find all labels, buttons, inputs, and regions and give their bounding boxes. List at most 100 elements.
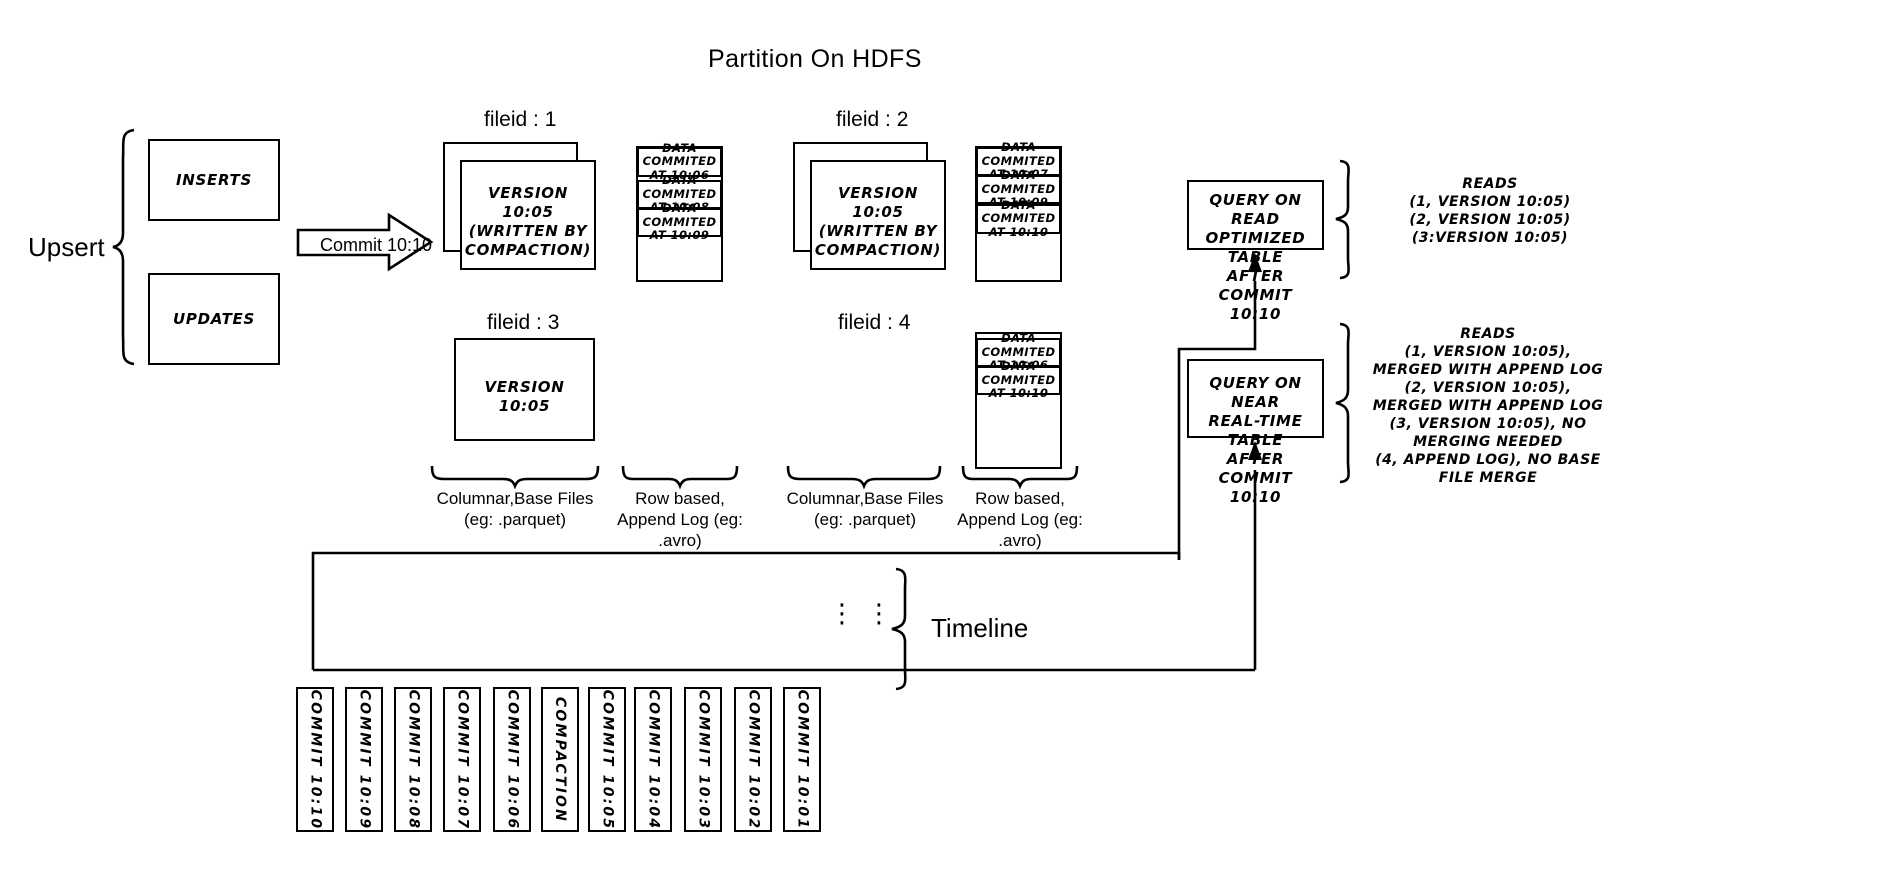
fileid-4-header: fileid : 4 xyxy=(838,311,911,334)
columnar-caption-left: Columnar,Base Files (eg: .parquet) xyxy=(425,488,605,530)
reads-brace-bottom xyxy=(1335,322,1350,484)
log-entry-line-2: AT 10:10 xyxy=(988,224,1049,239)
reads-near-real-time: READS (1, VERSION 10:05), MERGED WITH AP… xyxy=(1358,325,1618,487)
rowlog-caption-left: Row based, Append Log (eg: .avro) xyxy=(612,488,748,551)
rowlog-caption-right-line-2: Append Log (eg: xyxy=(957,510,1083,529)
columnar-caption-right-line-2: (eg: .parquet) xyxy=(813,510,917,529)
timeline-item-3[interactable]: COMMIT 10:07 xyxy=(443,687,481,832)
query-near-real-time-box[interactable]: QUERY ON NEAR REAL-TIME TABLE AFTER COMM… xyxy=(1187,359,1324,506)
commit-arrow-shape xyxy=(296,212,434,272)
timeline-item-label: COMMIT 10:01 xyxy=(794,689,811,830)
timeline-item-9[interactable]: COMMIT 10:02 xyxy=(734,687,772,832)
timeline-item-2[interactable]: COMMIT 10:08 xyxy=(394,687,432,832)
timeline-item-7[interactable]: COMMIT 10:04 xyxy=(634,687,672,832)
fileid-2-base-file[interactable]: VERSION 10:05 (WRITTEN BY COMPACTION) xyxy=(810,160,946,270)
query-read-optimized-line-1: QUERY ON READ xyxy=(1209,191,1302,228)
columnar-caption-left-line-1: Columnar,Base Files xyxy=(436,489,594,508)
query-read-optimized-box[interactable]: QUERY ON READ OPTIMIZED TABLE AFTER COMM… xyxy=(1187,180,1324,323)
query-near-real-time-line-2: REAL-TIME TABLE xyxy=(1208,412,1303,449)
log-entry-line-1: DATA COMMITED xyxy=(642,201,717,229)
log-entry-line-2: AT 10:10 xyxy=(988,386,1049,401)
commit-arrow-label: Commit 10:10 xyxy=(320,235,433,255)
timeline-item-6[interactable]: COMMIT 10:05 xyxy=(588,687,626,832)
upsert-label: Upsert xyxy=(28,232,105,262)
timeline-item-label: COMMIT 10:08 xyxy=(405,689,422,830)
reads-line: (2, VERSION 10:05) xyxy=(1409,212,1571,228)
reads-line: (1, VERSION 10:05), xyxy=(1404,344,1572,360)
reads-brace-top xyxy=(1335,159,1350,280)
fileid-4-log-entry-1[interactable]: DATA COMMITED AT 10:10 xyxy=(976,360,1061,400)
log-entry-line-1: DATA COMMITED xyxy=(981,168,1056,196)
timeline-item-5[interactable]: COMPACTION xyxy=(541,687,579,832)
reads-line: (3:VERSION 10:05) xyxy=(1411,230,1569,246)
log-entry-line-1: DATA COMMITED xyxy=(642,173,717,201)
timeline-item-label: COMPACTION xyxy=(552,696,569,823)
updates-box[interactable]: UPDATES xyxy=(148,273,280,365)
timeline-item-label: COMMIT 10:04 xyxy=(645,689,662,830)
timeline-item-label: COMMIT 10:02 xyxy=(745,689,762,830)
timeline-item-0[interactable]: COMMIT 10:10 xyxy=(296,687,334,832)
columnar-caption-right: Columnar,Base Files (eg: .parquet) xyxy=(775,488,955,530)
timeline-item-4[interactable]: COMMIT 10:06 xyxy=(493,687,531,832)
fileid-4-log-entry-0[interactable]: DATA COMMITED AT 10:06 xyxy=(976,332,1061,372)
timeline-item-10[interactable]: COMMIT 10:01 xyxy=(783,687,821,832)
page-title: Partition On HDFS xyxy=(708,45,922,73)
timeline-item-1[interactable]: COMMIT 10:09 xyxy=(345,687,383,832)
columnar-caption-left-line-2: (eg: .parquet) xyxy=(463,510,567,529)
reads-line: READS xyxy=(1460,326,1516,342)
fileid-1-log-entry-2[interactable]: DATA COMMITED AT 10:09 xyxy=(637,202,722,242)
reads-read-optimized: READS (1, VERSION 10:05) (2, VERSION 10:… xyxy=(1370,175,1610,247)
reads-line: (4, APPEND LOG), NO BASE xyxy=(1375,452,1601,468)
log-entry-line-2: AT 10:09 xyxy=(649,228,710,243)
fileid-2-base-line-2: (WRITTEN BY xyxy=(818,222,938,240)
fileid-2-base-line-1: VERSION 10:05 xyxy=(838,184,918,221)
fileid-3-base-line-1: VERSION 10:05 xyxy=(484,378,565,415)
reads-line: MERGING NEEDED xyxy=(1413,434,1563,450)
columnar-brace-right xyxy=(786,465,942,490)
query-near-real-time-line-1: QUERY ON NEAR xyxy=(1209,374,1302,411)
reads-line: (3, VERSION 10:05), NO xyxy=(1389,416,1587,432)
reads-line: (2, VERSION 10:05), xyxy=(1404,380,1572,396)
timeline-item-label: COMMIT 10:05 xyxy=(599,689,616,830)
timeline-item-label: COMMIT 10:09 xyxy=(356,689,373,830)
reads-line: MERGED WITH APPEND LOG xyxy=(1372,362,1604,378)
rowlog-caption-right: Row based, Append Log (eg: .avro) xyxy=(952,488,1088,551)
timeline-ellipsis-1: ⋮ xyxy=(829,598,855,628)
inserts-label: INSERTS xyxy=(176,170,252,189)
fileid-2-log-entry-2[interactable]: DATA COMMITED AT 10:10 xyxy=(976,198,1061,238)
fileid-2-base-line-3: COMPACTION) xyxy=(814,241,942,259)
fileid-3-base-file[interactable]: VERSION 10:05 xyxy=(454,338,595,441)
fileid-3-header: fileid : 3 xyxy=(487,311,560,334)
log-entry-line-1: DATA COMMITED xyxy=(981,140,1056,168)
columnar-caption-right-line-1: Columnar,Base Files xyxy=(786,489,944,508)
updates-label: UPDATES xyxy=(173,309,255,328)
fileid-1-base-file[interactable]: VERSION 10:05 (WRITTEN BY COMPACTION) xyxy=(460,160,596,270)
timeline-item-label: COMMIT 10:06 xyxy=(504,689,521,830)
timeline-item-8[interactable]: COMMIT 10:03 xyxy=(684,687,722,832)
timeline-item-label: COMMIT 10:10 xyxy=(307,689,324,830)
rowlog-brace-right xyxy=(961,465,1079,490)
log-entry-line-2: AT 10:06 xyxy=(649,167,710,182)
timeline-label: Timeline xyxy=(931,613,1029,643)
timeline-brace xyxy=(891,567,907,691)
inserts-box[interactable]: INSERTS xyxy=(148,139,280,221)
fileid-1-base-line-1: VERSION 10:05 xyxy=(488,184,568,221)
rowlog-caption-right-line-1: Row based, xyxy=(975,489,1065,508)
rowlog-brace-left xyxy=(621,465,739,490)
log-entry-line-1: DATA COMMITED xyxy=(642,140,717,169)
timeline-item-label: COMMIT 10:03 xyxy=(695,689,712,830)
log-entry-line-1: DATA COMMITED xyxy=(981,359,1056,387)
fileid-1-base-line-3: COMPACTION) xyxy=(464,241,592,259)
fileid-1-header: fileid : 1 xyxy=(484,108,557,131)
rowlog-caption-left-line-1: Row based, xyxy=(635,489,725,508)
rowlog-caption-left-line-2: Append Log (eg: xyxy=(617,510,743,529)
reads-line: (1, VERSION 10:05) xyxy=(1409,194,1571,210)
rowlog-caption-right-line-3: .avro) xyxy=(998,531,1042,550)
fileid-1-log-entry-0[interactable]: DATA COMMITED AT 10:06 xyxy=(637,141,722,181)
log-entry-line-1: DATA COMMITED xyxy=(981,331,1056,359)
reads-line: MERGED WITH APPEND LOG xyxy=(1372,398,1604,414)
log-entry-line-1: DATA COMMITED xyxy=(981,197,1056,226)
fileid-1-base-line-2: (WRITTEN BY xyxy=(468,222,588,240)
